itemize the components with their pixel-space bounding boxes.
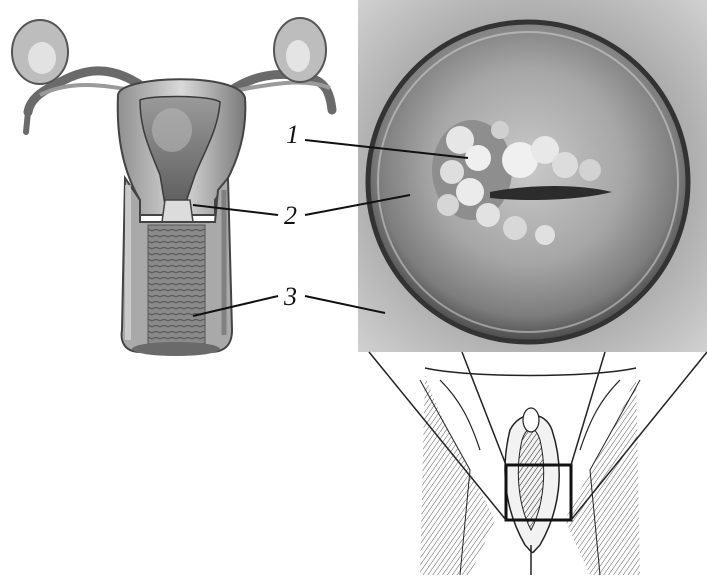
cervix-surface [368, 22, 688, 342]
vulva-illustration [369, 352, 707, 575]
vaginal-rugae [148, 225, 205, 345]
label-3: 3 [283, 282, 297, 311]
cervix-photo [358, 0, 707, 352]
cervix-illustration [162, 200, 193, 222]
label-2: 2 [284, 201, 297, 230]
label-1: 1 [286, 120, 299, 149]
